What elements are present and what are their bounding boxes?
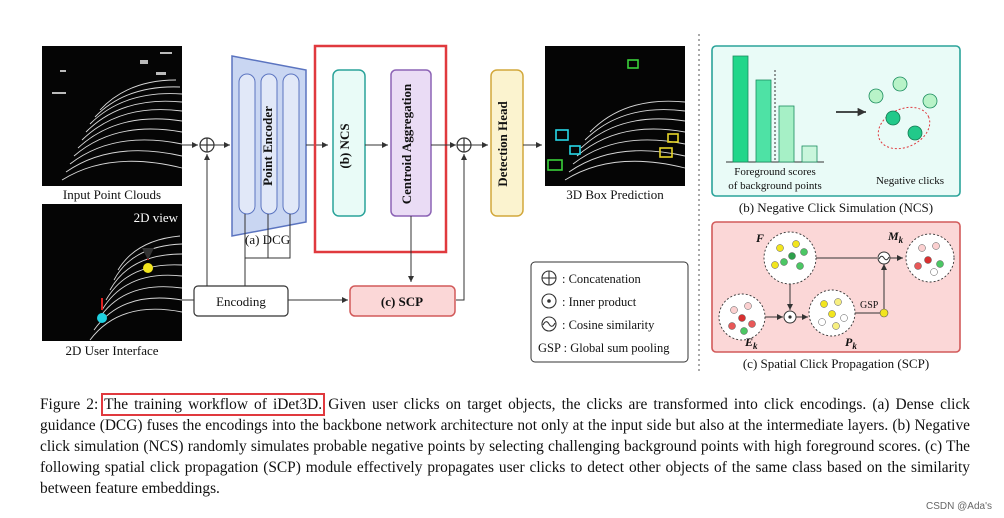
scp-inner-product-icon (783, 310, 797, 324)
legend-gsp: GSP : Global sum pooling (538, 341, 670, 355)
inner-product-legend-icon (541, 293, 557, 309)
point-encoder-block: Point Encoder (231, 55, 307, 237)
detection-head-label: Detection Head (495, 100, 510, 186)
user-interface-2d-image (42, 204, 183, 341)
highlight-box-ncs-centroid (313, 44, 448, 254)
legend-concat: : Concatenation (562, 272, 642, 286)
caption-text: Given user clicks on target objects, the… (40, 396, 970, 497)
scp-pooled-point (879, 308, 889, 318)
ncs-label: (b) NCS (337, 123, 352, 168)
scp-pk-label: Pk (845, 335, 857, 351)
scp-f-label: F (755, 231, 764, 245)
scp-panel-title: (c) Spatial Click Propagation (SCP) (743, 356, 929, 371)
scp-panel: F Ek Pk GSP (711, 221, 961, 353)
scp-cosine-icon (877, 251, 891, 265)
scp-mk-label: Mk (887, 229, 904, 245)
ncs-block: (b) NCS (332, 69, 366, 217)
ncs-negative-clicks: Negative clicks (876, 175, 944, 187)
concat-symbol-input (199, 137, 215, 153)
workflow-diagram: Point Encoder (a) DCG (b) NCS Centroid A… (42, 34, 961, 372)
watermark: CSDN @Ada's (926, 501, 992, 512)
legend-cosine: : Cosine similarity (562, 318, 655, 332)
box-prediction-image (545, 46, 686, 186)
ncs-panel: Foreground scores of background points N… (711, 45, 961, 197)
caption-prefix: Figure 2: (40, 396, 105, 413)
scp-block: (c) SCP (349, 285, 456, 317)
centroid-aggregation-label: Centroid Aggregation (399, 83, 414, 204)
input-point-cloud-image (42, 46, 183, 186)
figure-caption: Figure 2: The training workflow of iDet3… (40, 393, 970, 499)
input-point-clouds-label: Input Point Clouds (63, 187, 161, 202)
concat-symbol-middle (456, 137, 472, 153)
concat-legend-icon (541, 270, 557, 286)
cosine-legend-icon (541, 316, 557, 332)
centroid-aggregation-block: Centroid Aggregation (390, 69, 432, 217)
legend-inner: : Inner product (562, 295, 637, 309)
detection-head-block: Detection Head (490, 69, 524, 217)
point-encoder-label: Point Encoder (260, 106, 275, 186)
encoding-block: Encoding (193, 285, 289, 317)
box-prediction-label: 3D Box Prediction (566, 187, 664, 202)
scp-gsp-label: GSP (860, 300, 879, 311)
scp-label: (c) SCP (381, 294, 423, 309)
ncs-scores-line1: Foreground scores (734, 166, 816, 178)
scp-ek-label: Ek (744, 335, 758, 351)
dcg-label: (a) DCG (245, 232, 290, 247)
view-2d-label: 2D view (134, 210, 179, 225)
caption-highlight: The training workflow of iDet3D. (101, 393, 326, 416)
ncs-panel-title: (b) Negative Click Simulation (NCS) (739, 200, 933, 215)
ncs-scores-line2: of background points (728, 180, 821, 192)
legend-box: : Concatenation : Inner product : Cosine… (530, 261, 689, 363)
encoding-label: Encoding (216, 294, 266, 309)
user-interface-2d-label: 2D User Interface (65, 343, 158, 358)
